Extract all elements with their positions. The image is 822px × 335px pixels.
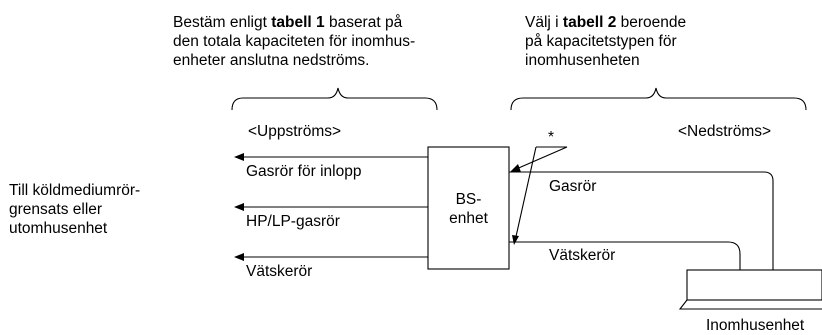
pipe-gas-inlet-label: Gasrör för inlopp <box>246 163 362 180</box>
arrowhead-leader-top <box>510 164 521 172</box>
asterisk-label: * <box>548 129 555 146</box>
connection-label: Till köldmediumrör- grensats eller utomh… <box>9 181 140 238</box>
connection-label-line1: Till köldmediumrör- <box>9 182 141 199</box>
arrowhead-gas-inlet <box>234 153 244 161</box>
indoor-unit-panel <box>678 299 822 310</box>
pipe-gas-downstream-label: Gasrör <box>549 178 597 195</box>
pipe-liquid-downstream-label: Vätskerör <box>549 247 616 264</box>
note-upstream-line1: Bestäm enligt tabell 1 baserat på <box>173 14 403 31</box>
note-downstream-line2: på kapacitetstypen för <box>525 33 677 50</box>
bs-unit-label-line2: enhet <box>449 210 488 227</box>
pipe-gas-downstream <box>509 171 774 270</box>
connection-label-line3: utomhusenhet <box>9 220 108 237</box>
downstream-brace <box>510 87 807 111</box>
note-downstream: Välj i tabell 2 beroende på kapacitetsty… <box>525 13 686 70</box>
bs-unit-label-line1: BS- <box>455 191 482 208</box>
upstream-brace <box>231 87 438 111</box>
bs-unit-label: BS- enhet <box>428 190 509 228</box>
note-upstream: Bestäm enligt tabell 1 baserat på den to… <box>173 13 415 70</box>
arrowhead-liquid-upstream <box>234 253 244 261</box>
section-downstream-label: <Nedströms> <box>678 123 772 140</box>
section-upstream-label: <Uppströms> <box>248 123 342 140</box>
connection-label-line2: grensats eller <box>9 201 103 218</box>
pipe-liquid-downstream <box>509 241 741 270</box>
arrowhead-hp-lp-gas <box>234 203 244 211</box>
bs-unit-box <box>427 146 510 270</box>
arrowhead-leader-bottom <box>512 235 519 245</box>
note-downstream-line3: inomhusenheten <box>525 52 640 69</box>
asterisk-leader-bottom <box>514 146 537 242</box>
asterisk-leader-top <box>513 146 568 171</box>
indoor-unit-body <box>686 269 822 301</box>
note-downstream-line1: Välj i tabell 2 beroende <box>525 14 687 31</box>
pipe-hp-lp-gas-label: HP/LP-gasrör <box>246 213 340 230</box>
pipe-liquid-upstream-label: Vätskerör <box>246 263 313 280</box>
indoor-unit-label: Inomhusenhet <box>706 317 805 334</box>
note-upstream-line2: den totala kapaciteten för inomhus- <box>173 33 416 50</box>
note-upstream-line3: enheter anslutna nedströms. <box>173 52 370 69</box>
